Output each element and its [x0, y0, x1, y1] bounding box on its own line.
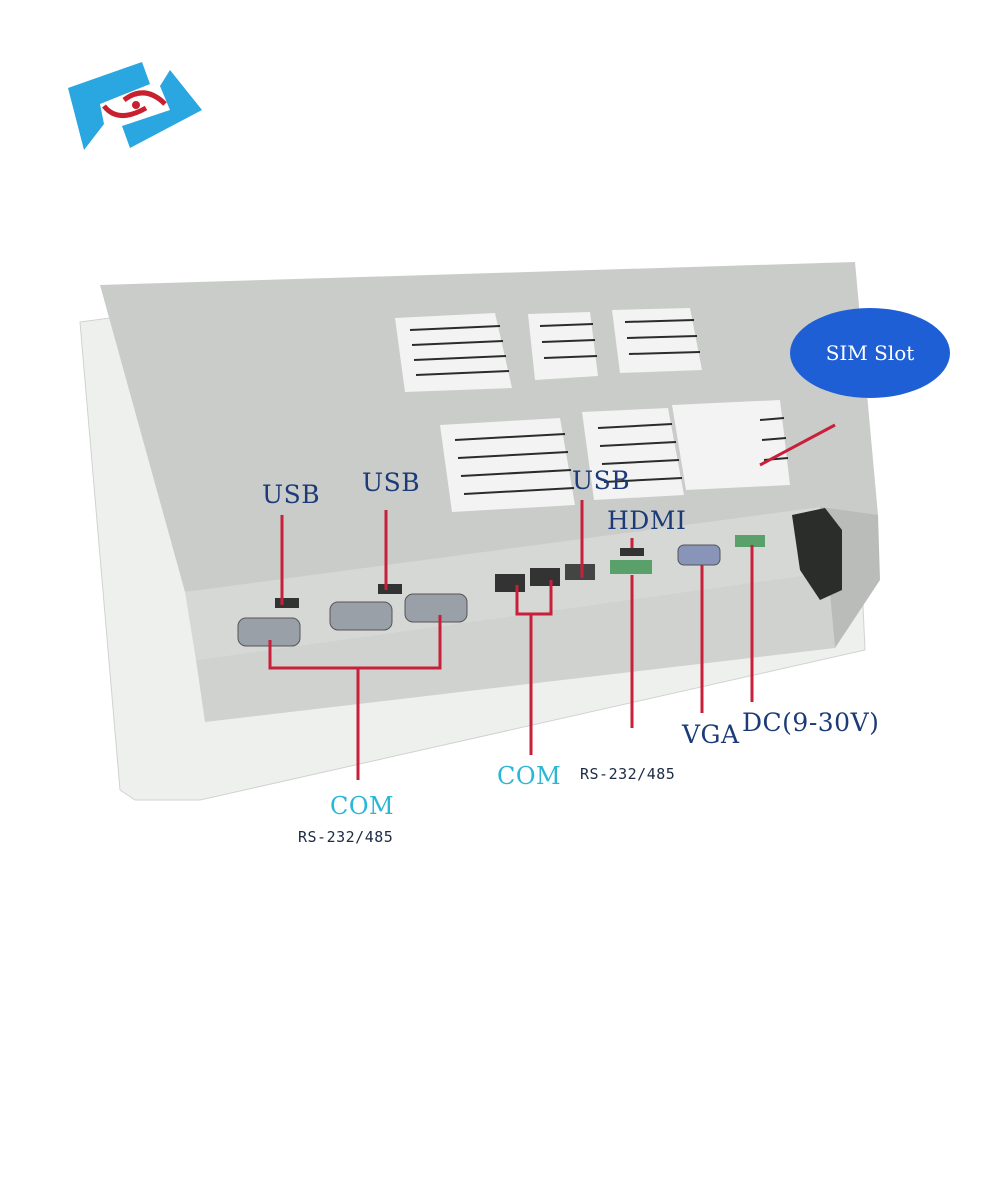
com-label-2: COM — [497, 762, 562, 790]
sim-slot-bubble: SIM Slot — [790, 308, 950, 398]
vent-grilles — [395, 308, 790, 512]
vga-label: VGA — [682, 720, 740, 749]
com-1-spec-label: RS-232/485 — [298, 828, 394, 846]
vent-slots — [409, 319, 789, 495]
com-label-1: COM — [330, 792, 395, 820]
hdmi-label: HDMI — [607, 506, 687, 535]
com-2-spec-label: RS-232/485 — [580, 765, 676, 783]
usb-label-3: USB — [572, 466, 631, 495]
ports — [237, 508, 842, 647]
sim-slot-label: SIM Slot — [825, 341, 915, 365]
callout-lines — [268, 423, 836, 780]
side-panel — [196, 572, 835, 722]
usb-label-2: USB — [362, 468, 421, 497]
usb-label-1: USB — [262, 480, 321, 509]
brand-logo-icon — [68, 62, 202, 150]
dc-power-label: DC(9-30V) — [742, 708, 880, 737]
